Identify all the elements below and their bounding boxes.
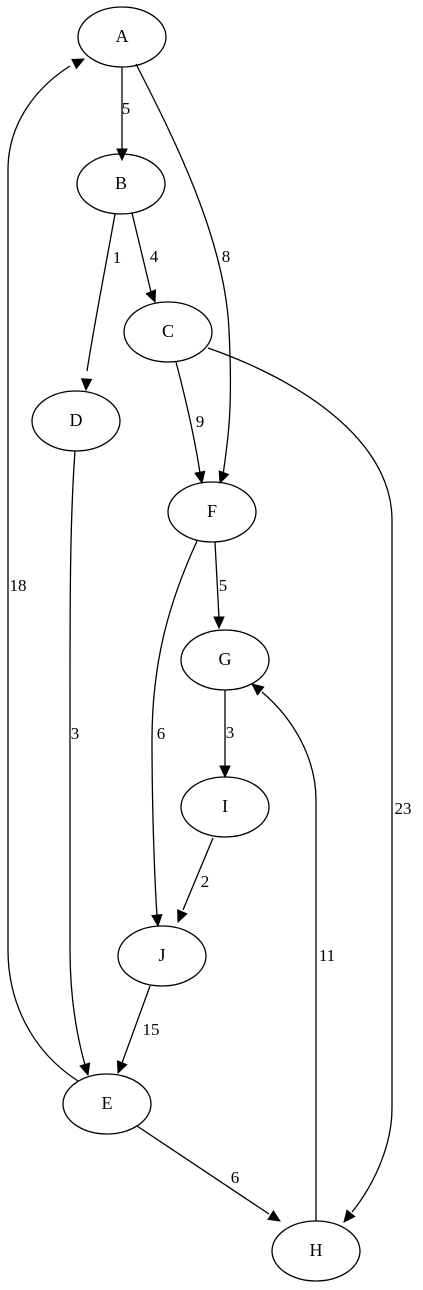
node-e: E xyxy=(62,1073,152,1135)
node-g-ellipse xyxy=(180,629,270,691)
edge-c-h-weight-label: 23 xyxy=(395,799,412,818)
edge-e-a-arrowhead xyxy=(71,58,86,70)
edge-f-j-arrowhead xyxy=(151,913,163,928)
node-h: H xyxy=(271,1220,361,1282)
edge-j-e-arrowhead xyxy=(116,1060,128,1075)
edge-a-f xyxy=(135,63,232,476)
node-d-ellipse xyxy=(31,390,121,452)
edge-c-f-arrowhead xyxy=(194,470,206,485)
node-f-label: F xyxy=(207,501,217,521)
edge-f-g-arrowhead xyxy=(213,616,225,630)
edge-f-g xyxy=(214,541,220,619)
node-j-ellipse xyxy=(117,925,207,987)
node-b-ellipse xyxy=(76,153,166,215)
edge-d-e xyxy=(69,450,86,1066)
node-h-label: H xyxy=(310,1240,323,1260)
edge-j-e-weight-label: 15 xyxy=(143,1020,160,1039)
edge-h-g-arrowhead xyxy=(251,683,265,696)
edge-h-g xyxy=(261,691,317,1221)
edge-c-h xyxy=(207,347,393,1213)
edge-b-d xyxy=(86,213,116,372)
edge-e-a xyxy=(7,65,79,1082)
edge-b-c xyxy=(131,212,152,293)
node-h-ellipse xyxy=(271,1220,361,1282)
edge-e-a-weight-label: 18 xyxy=(10,576,27,595)
node-d: D xyxy=(31,390,121,452)
node-b-label: B xyxy=(115,173,127,193)
edge-h-g-weight-label: 11 xyxy=(319,946,335,965)
node-j: J xyxy=(117,925,207,987)
edge-b-d-arrowhead xyxy=(80,378,93,392)
edge-g-i-weight-label: 3 xyxy=(226,723,235,742)
edge-e-h-arrowhead xyxy=(267,1209,282,1222)
edge-d-e-arrowhead xyxy=(79,1062,91,1077)
node-i: I xyxy=(180,776,270,838)
node-e-label: E xyxy=(102,1093,113,1113)
edge-a-b-weight-label: 5 xyxy=(122,99,131,118)
node-i-label: I xyxy=(222,796,228,816)
node-g-label: G xyxy=(219,649,232,669)
edge-labels-layer: 5 8 1 4 9 23 3 5 6 3 2 15 18 6 11 xyxy=(10,99,412,1187)
edge-f-j-weight-label: 6 xyxy=(157,724,166,743)
edge-f-g-weight-label: 5 xyxy=(219,576,228,595)
edges-layer xyxy=(7,58,393,1223)
node-i-ellipse xyxy=(180,776,270,838)
edge-g-i-arrowhead xyxy=(219,765,231,779)
node-j-label: J xyxy=(158,945,165,965)
edge-i-j-weight-label: 2 xyxy=(201,872,210,891)
node-e-ellipse xyxy=(62,1073,152,1135)
edge-e-h xyxy=(136,1125,270,1215)
node-d-label: D xyxy=(70,410,83,430)
node-c: C xyxy=(123,301,213,363)
edge-b-c-arrowhead xyxy=(145,289,157,304)
edge-b-c-weight-label: 4 xyxy=(150,247,159,266)
node-c-label: C xyxy=(162,321,174,341)
node-c-ellipse xyxy=(123,301,213,363)
edge-f-j xyxy=(151,540,198,917)
node-a-label: A xyxy=(116,26,129,46)
nodes-layer: A B C D F G I J E H xyxy=(31,6,361,1282)
node-f-ellipse xyxy=(167,481,257,543)
edge-i-j xyxy=(182,837,214,911)
node-b: B xyxy=(76,153,166,215)
edge-a-f-weight-label: 8 xyxy=(222,247,231,266)
node-a-ellipse xyxy=(77,6,167,68)
edge-b-d-weight-label: 1 xyxy=(113,248,122,267)
edge-d-e-weight-label: 3 xyxy=(71,724,80,743)
edge-a-f-arrowhead xyxy=(218,470,230,485)
edge-i-j-arrowhead xyxy=(177,909,188,924)
node-a: A xyxy=(77,6,167,68)
edge-j-e xyxy=(121,985,151,1064)
edge-c-f-weight-label: 9 xyxy=(196,412,205,431)
node-f: F xyxy=(167,481,257,543)
node-g: G xyxy=(180,629,270,691)
edge-e-h-weight-label: 6 xyxy=(231,1168,240,1187)
edge-c-f xyxy=(175,361,201,474)
edge-c-h-arrowhead xyxy=(343,1209,356,1223)
